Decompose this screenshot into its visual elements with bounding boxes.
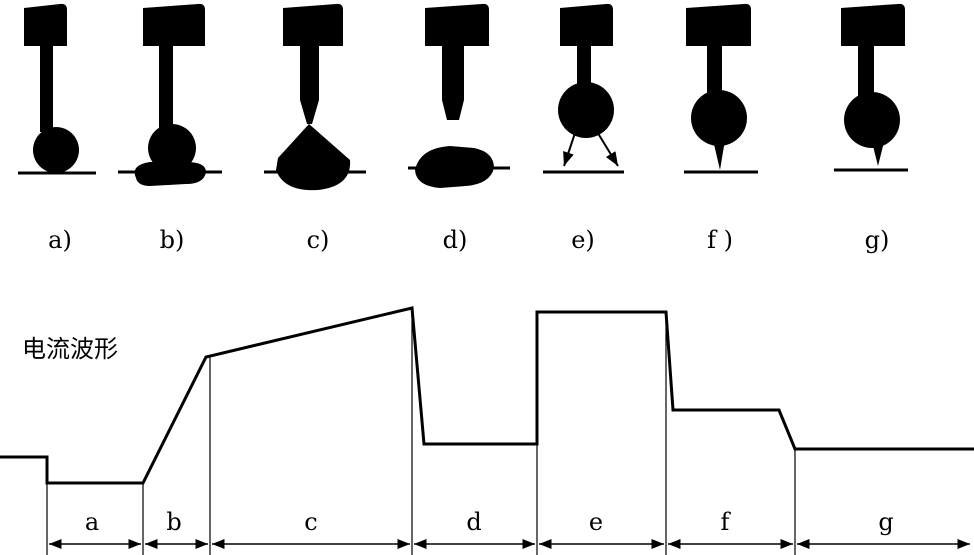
- stage-label-f: f ): [707, 226, 733, 254]
- segment-label-a: a: [85, 508, 99, 536]
- stage-label-e: e): [571, 226, 595, 254]
- segment-label-b: b: [166, 508, 181, 536]
- segment-label-c: c: [304, 508, 317, 536]
- stage-b-illustration: [118, 3, 222, 186]
- stage-c-illustration: [264, 3, 366, 191]
- current-waveform-line: [0, 306, 974, 485]
- waveform-title: 电流波形: [22, 335, 118, 363]
- segment-label-e: e: [589, 508, 603, 536]
- segment-label-g: g: [878, 508, 893, 536]
- stage-g-illustration: [834, 3, 908, 172]
- stage-e-illustration: [543, 3, 624, 174]
- stage-d-illustration: [408, 3, 510, 188]
- stage-label-c: c): [307, 226, 330, 254]
- stage-label-g: g): [865, 226, 890, 254]
- stage-label-b: b): [160, 226, 185, 254]
- stage-a-illustration: [18, 3, 96, 175]
- stage-label-a: a): [48, 226, 72, 254]
- segment-label-f: f: [721, 508, 732, 536]
- stage-label-d: d): [443, 226, 468, 254]
- segment-label-d: d: [466, 508, 481, 536]
- segment-boundaries: [46, 308, 796, 555]
- stage-f-illustration: [684, 3, 758, 174]
